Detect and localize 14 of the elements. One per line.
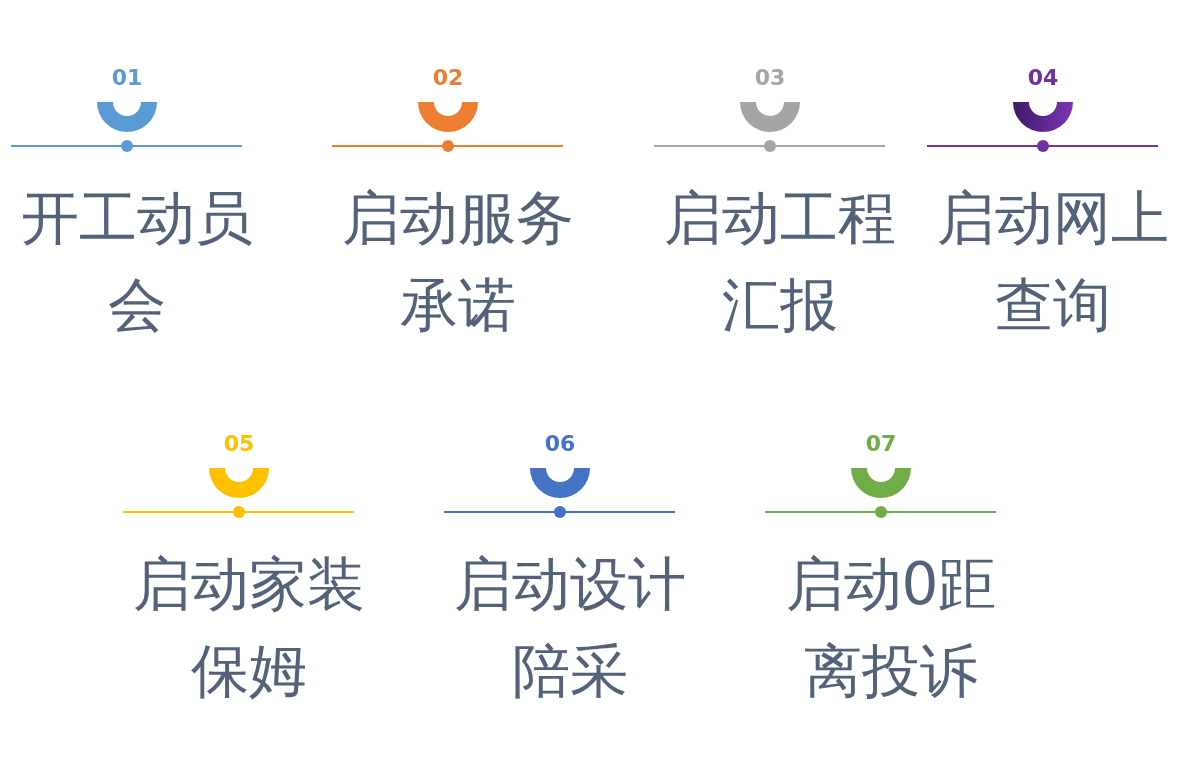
step-number: 06	[543, 432, 577, 456]
step-label: 启动0距离投诉	[784, 549, 998, 707]
step-number: 07	[864, 432, 898, 456]
step-label: 启动设计陪采	[453, 549, 687, 707]
step-number: 02	[431, 66, 465, 90]
step-number: 05	[222, 432, 256, 456]
step-label: 启动工程汇报	[663, 183, 897, 341]
step-label: 启动家装保姆	[132, 549, 366, 707]
step-label: 开工动员会	[20, 183, 254, 341]
step-number: 01	[110, 66, 144, 90]
step-number: 04	[1026, 66, 1060, 90]
step-label: 启动网上查询	[936, 183, 1170, 341]
step-number: 03	[753, 66, 787, 90]
step-label: 启动服务承诺	[341, 183, 575, 341]
